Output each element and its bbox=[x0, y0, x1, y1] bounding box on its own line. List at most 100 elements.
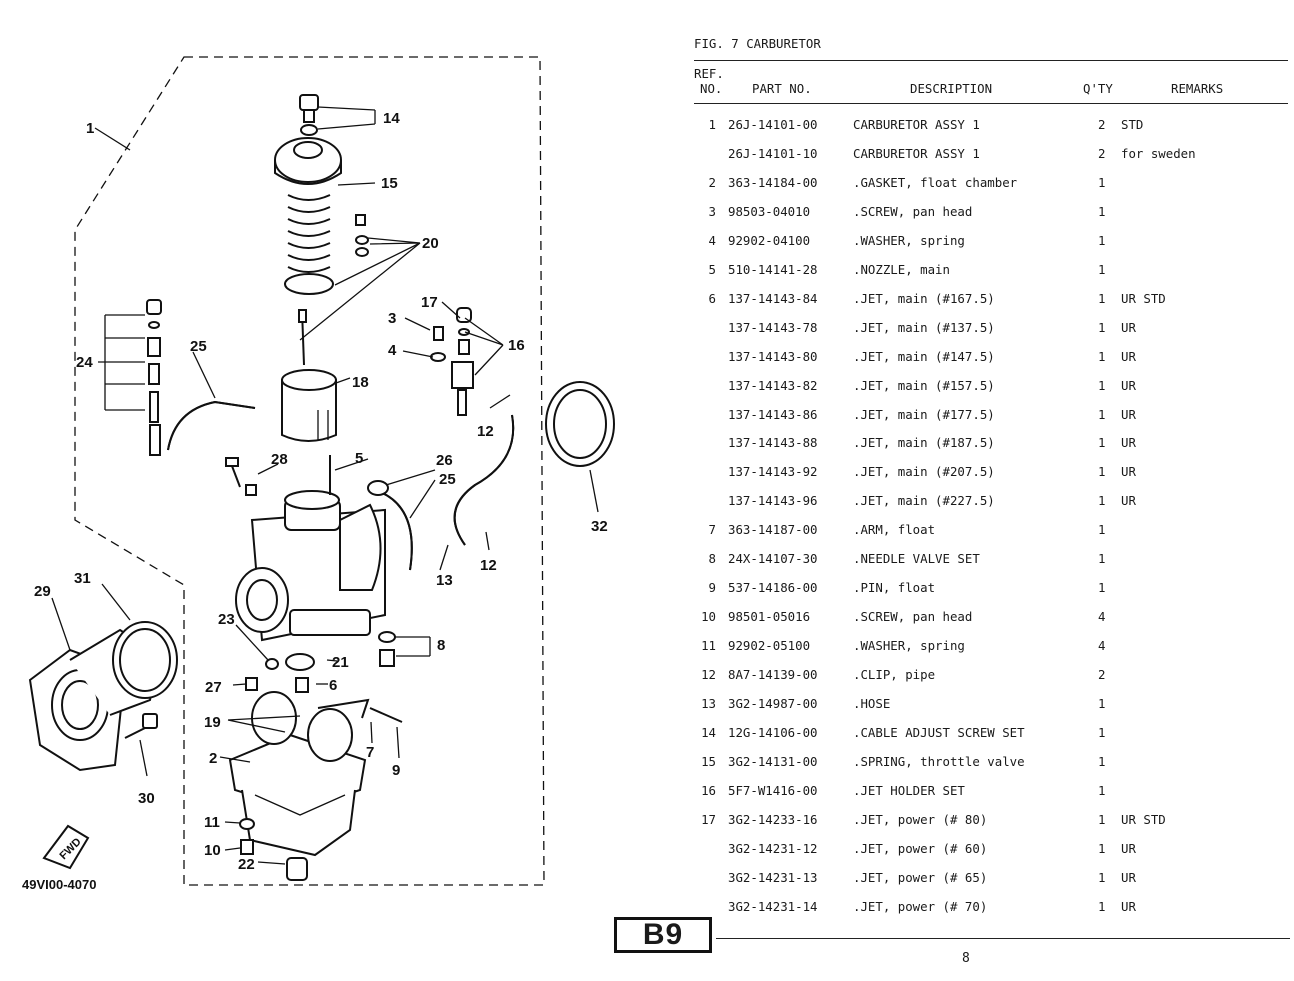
svg-text:8: 8 bbox=[437, 637, 445, 654]
pilot-jet-stack bbox=[146, 299, 162, 456]
part-number: 3G2-14231-14 bbox=[728, 898, 818, 914]
remarks: UR bbox=[1121, 840, 1136, 856]
ref-number: 12 bbox=[701, 667, 716, 683]
quantity: 1 bbox=[1098, 753, 1106, 769]
svg-text:27: 27 bbox=[205, 679, 222, 696]
part-description: CARBURETOR ASSY 1 bbox=[853, 117, 980, 132]
washer-23 bbox=[265, 658, 279, 670]
part-number: 137-14143-78 bbox=[728, 319, 818, 335]
quantity: 1 bbox=[1098, 435, 1106, 451]
quantity: 1 bbox=[1098, 724, 1106, 740]
quantity: 2 bbox=[1098, 117, 1106, 132]
part-number: 137-14143-86 bbox=[728, 406, 818, 422]
header-description: DESCRIPTION bbox=[910, 81, 993, 96]
ref-number: 2 bbox=[708, 174, 716, 190]
remarks: for sweden bbox=[1121, 145, 1196, 161]
part-number: 98501-05016 bbox=[728, 609, 811, 625]
ref-number: 6 bbox=[708, 290, 716, 306]
ref-number: 13 bbox=[701, 696, 716, 711]
quantity: 1 bbox=[1098, 493, 1106, 509]
remarks: UR STD bbox=[1121, 290, 1166, 306]
part-description: .JET, power (# 60) bbox=[853, 840, 988, 856]
callout-numbers: 1 2 3 4 5 6 7 8 9 10 11 12 12 13 14 15 1… bbox=[34, 110, 608, 873]
quantity: 1 bbox=[1098, 811, 1106, 827]
part-number: 363-14187-00 bbox=[728, 522, 818, 538]
quantity: 2 bbox=[1098, 145, 1106, 161]
hose-left bbox=[167, 400, 256, 451]
svg-text:9: 9 bbox=[392, 762, 400, 779]
assembly-boundary bbox=[74, 56, 545, 886]
part-number: 137-14143-88 bbox=[728, 435, 818, 451]
ref-number: 10 bbox=[701, 609, 716, 625]
part-description: .CLIP, pipe bbox=[853, 667, 936, 683]
model-code: 49VI00-4070 bbox=[22, 877, 96, 892]
float-arm bbox=[317, 698, 370, 719]
jet-holder-set bbox=[430, 307, 474, 416]
part-description: .CABLE ADJUST SCREW SET bbox=[853, 724, 1025, 740]
part-description: .NEEDLE VALVE SET bbox=[853, 551, 980, 567]
svg-text:30: 30 bbox=[138, 790, 155, 807]
remarks: UR bbox=[1121, 898, 1136, 914]
quantity: 1 bbox=[1098, 174, 1106, 190]
part-number: 3G2-14231-12 bbox=[728, 840, 818, 856]
svg-text:18: 18 bbox=[352, 374, 369, 391]
remarks: STD bbox=[1121, 117, 1144, 132]
part-description: .GASKET, float chamber bbox=[853, 174, 1018, 190]
svg-text:11: 11 bbox=[204, 814, 220, 831]
fwd-arrow: FWD bbox=[42, 824, 90, 870]
quantity: 1 bbox=[1098, 406, 1106, 422]
part-description: .JET, power (# 70) bbox=[853, 898, 988, 914]
remarks: UR bbox=[1121, 348, 1136, 364]
part-number: 8A7-14139-00 bbox=[728, 667, 818, 683]
remarks: UR STD bbox=[1121, 811, 1166, 827]
part-number: 98503-04010 bbox=[728, 203, 811, 219]
part-description: .NOZZLE, main bbox=[853, 261, 950, 277]
needle-valve-21 bbox=[285, 653, 315, 671]
part-number: 92902-05100 bbox=[728, 638, 811, 654]
svg-text:5: 5 bbox=[355, 450, 363, 467]
part-number: 137-14143-82 bbox=[728, 377, 818, 393]
cable-adjust-screw bbox=[299, 94, 319, 136]
quantity: 1 bbox=[1098, 696, 1106, 711]
part-description: .HOSE bbox=[853, 696, 891, 711]
svg-text:22: 22 bbox=[238, 856, 255, 873]
needle-valve-set-8 bbox=[378, 631, 396, 667]
part-description: .WASHER, spring bbox=[853, 638, 965, 654]
part-description: .SCREW, pan head bbox=[853, 609, 973, 625]
quantity: 1 bbox=[1098, 522, 1106, 538]
part-number: 510-14141-28 bbox=[728, 261, 818, 277]
svg-text:14: 14 bbox=[383, 110, 400, 127]
quantity: 1 bbox=[1098, 580, 1106, 596]
svg-text:21: 21 bbox=[332, 654, 349, 671]
quantity: 1 bbox=[1098, 898, 1106, 914]
part-description: .JET, main (#147.5) bbox=[853, 348, 995, 364]
svg-text:10: 10 bbox=[204, 842, 221, 859]
quantity: 1 bbox=[1098, 290, 1106, 306]
svg-text:6: 6 bbox=[329, 677, 337, 694]
svg-text:17: 17 bbox=[421, 294, 438, 311]
part-description: .JET, main (#167.5) bbox=[853, 290, 995, 306]
svg-text:7: 7 bbox=[366, 744, 374, 761]
part-number: 137-14143-84 bbox=[728, 290, 818, 306]
part-description: .JET, power (# 80) bbox=[853, 811, 988, 827]
ref-number: 8 bbox=[708, 551, 716, 567]
header-part-no: PART NO. bbox=[752, 81, 812, 96]
ref-number: 5 bbox=[708, 261, 716, 277]
svg-text:13: 13 bbox=[436, 572, 453, 589]
remarks: UR bbox=[1121, 319, 1136, 335]
part-description: .JET HOLDER SET bbox=[853, 782, 965, 798]
svg-text:4: 4 bbox=[388, 342, 397, 359]
svg-text:25: 25 bbox=[190, 338, 207, 355]
header-qty: Q'TY bbox=[1083, 81, 1113, 96]
